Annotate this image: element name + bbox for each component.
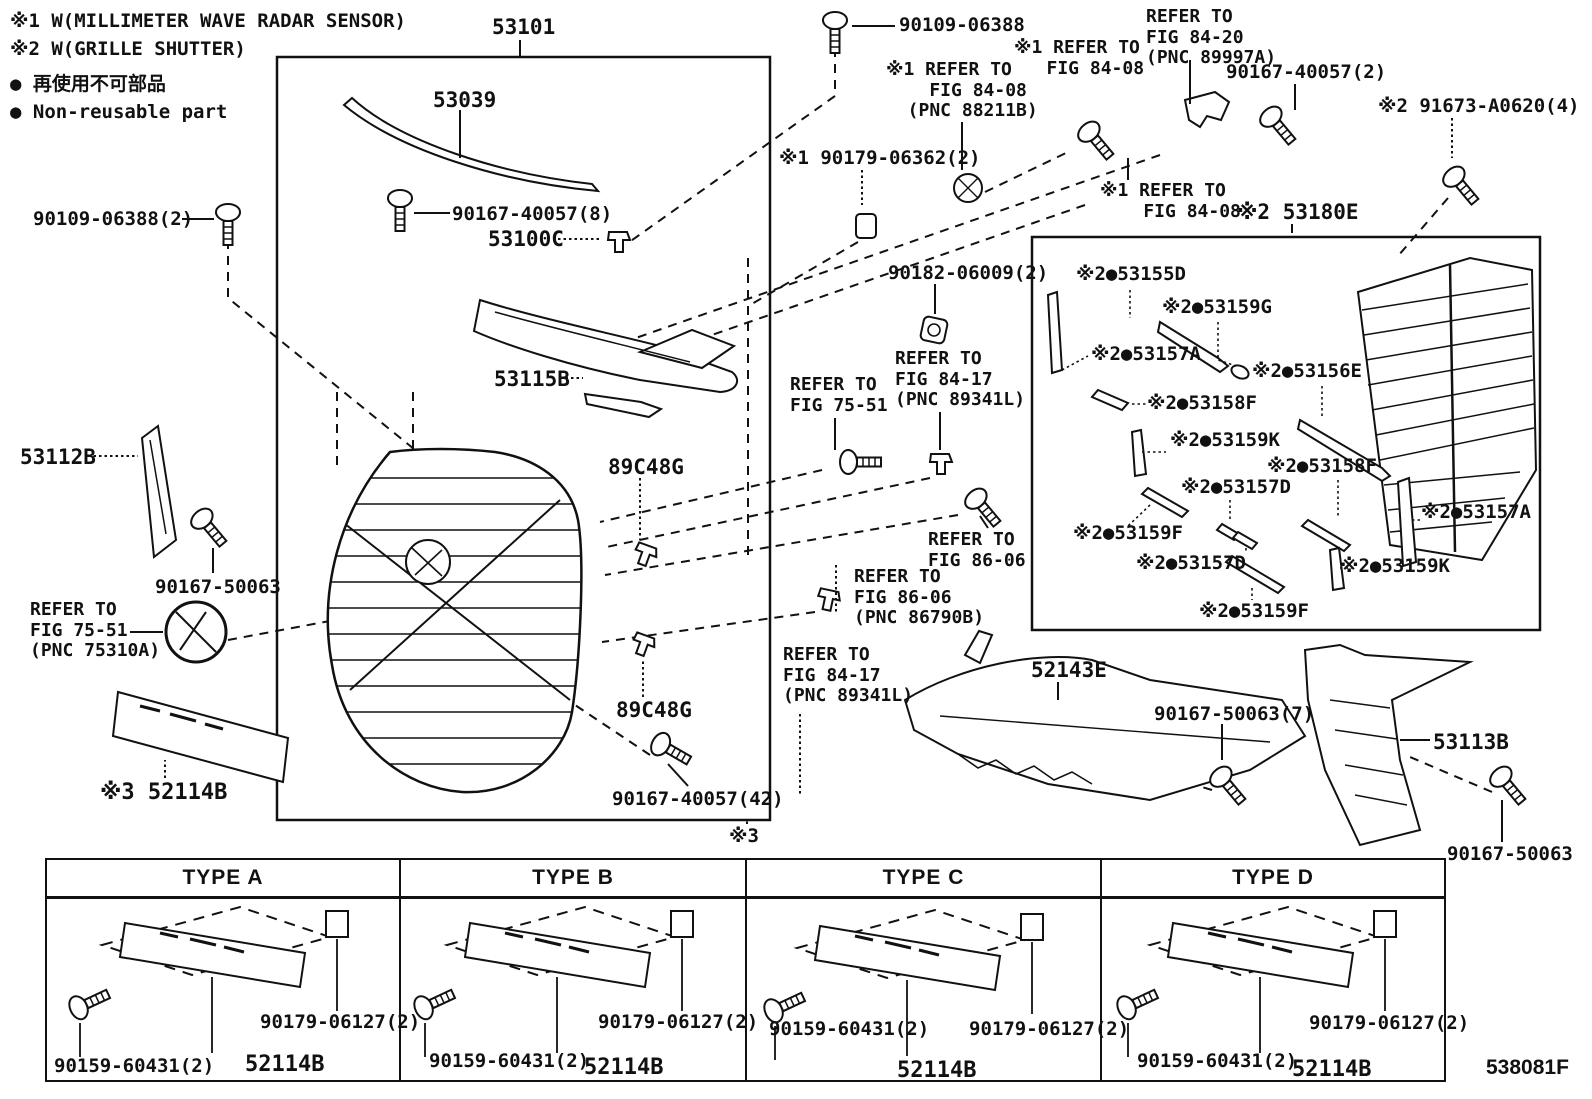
type-a-header: TYPE A bbox=[47, 860, 399, 899]
screw-part-label: 90159-60431(2) bbox=[1137, 1050, 1298, 1072]
part-91673-A0620: ※2 91673-A0620(4) bbox=[1378, 95, 1580, 117]
part-90167-40057-42: 90167-40057(42) bbox=[612, 788, 784, 810]
ref-fig-84-08-b: ※1 REFER TO FIG 84-08 (PNC 88211B) bbox=[886, 59, 1038, 122]
part-90167-50063-b: 90167-50063 bbox=[1447, 843, 1573, 865]
ref-fig-84-17-b: REFER TO FIG 84-17 (PNC 89341L) bbox=[783, 644, 914, 707]
bracket-part-label: 52114B bbox=[897, 1058, 977, 1083]
screw-part-label: 90159-60431(2) bbox=[769, 1018, 930, 1040]
part-53101: 53101 bbox=[492, 15, 556, 39]
ref-fig-86-06-b: REFER TO FIG 86-06 (PNC 86790B) bbox=[854, 566, 985, 629]
marker-x3: ※3 bbox=[729, 825, 759, 847]
part-53159F-1: ※2●53159F bbox=[1073, 522, 1183, 544]
part-90182-06009: 90182-06009(2) bbox=[888, 262, 1049, 284]
ref-fig-84-17-a: REFER TO FIG 84-17 (PNC 89341L) bbox=[895, 348, 1026, 411]
part-53039: 53039 bbox=[433, 88, 497, 112]
part-90109-06388-2: 90109-06388(2) bbox=[33, 208, 194, 230]
part-53159K-2: ※2●53159K bbox=[1340, 555, 1450, 577]
type-c-panel: TYPE C 90179-06127(2) 90159-60431(2) 521… bbox=[745, 858, 1129, 1083]
clip-part-label: 90179-06127(2) bbox=[969, 1018, 1130, 1040]
type-d-header: TYPE D bbox=[1102, 860, 1444, 899]
part-89C48G-1: 89C48G bbox=[608, 455, 684, 479]
part-53158F-2: ※2●53158F bbox=[1267, 455, 1377, 477]
bracket-part-label: 52114B bbox=[245, 1052, 325, 1077]
part-89C48G-2: 89C48G bbox=[616, 698, 692, 722]
part-90167-50063-a: 90167-50063 bbox=[155, 576, 281, 598]
part-90179-06362: ※1 90179-06362(2) bbox=[779, 147, 981, 169]
ref-fig-84-08-c: ※1 REFER TO FIG 84-08 bbox=[1100, 180, 1241, 222]
part-53180E: ※2 53180E bbox=[1237, 200, 1359, 224]
part-53100C: 53100C bbox=[488, 227, 564, 251]
ref-fig-86-06-a: REFER TO FIG 86-06 bbox=[928, 529, 1026, 571]
bracket-part-label: 52114B bbox=[584, 1055, 664, 1080]
clip-part-label: 90179-06127(2) bbox=[260, 1011, 421, 1033]
part-53157D-1: ※2●53157D bbox=[1181, 476, 1291, 498]
clip-part-label: 90179-06127(2) bbox=[598, 1011, 759, 1033]
screw-part-label: 90159-60431(2) bbox=[54, 1055, 215, 1077]
part-53158F-1: ※2●53158F bbox=[1147, 392, 1257, 414]
ref-fig-75-51-left: REFER TO FIG 75-51 (PNC 75310A) bbox=[30, 599, 161, 662]
part-90167-40057-8: 90167-40057(8) bbox=[452, 203, 613, 225]
type-c-header: TYPE C bbox=[747, 860, 1100, 899]
legend-note-radar: ※1 W(MILLIMETER WAVE RADAR SENSOR) bbox=[10, 10, 406, 32]
clip-part-label: 90179-06127(2) bbox=[1309, 1012, 1470, 1034]
main-part-box bbox=[275, 55, 772, 822]
grille-shutter-box bbox=[1030, 235, 1542, 632]
type-b-panel: TYPE B 90179-06127(2) 90159-60431(2) 521… bbox=[399, 858, 758, 1082]
part-53157A-1: ※2●53157A bbox=[1091, 343, 1201, 365]
part-90109-06388: 90109-06388 bbox=[899, 14, 1025, 36]
part-53112B: 53112B bbox=[20, 445, 96, 469]
part-53159F-2: ※2●53159F bbox=[1199, 600, 1309, 622]
part-52114B-main: ※3 52114B bbox=[100, 780, 228, 805]
bracket-part-label: 52114B bbox=[1292, 1057, 1372, 1082]
figure-code: 538081F bbox=[1486, 1056, 1569, 1079]
screw-part-label: 90159-60431(2) bbox=[429, 1050, 590, 1072]
part-53156E: ※2●53156E bbox=[1252, 360, 1362, 382]
part-53113B: 53113B bbox=[1433, 730, 1509, 754]
type-d-panel: TYPE D 90179-06127(2) 90159-60431(2) 521… bbox=[1100, 858, 1469, 1082]
legend: ※1 W(MILLIMETER WAVE RADAR SENSOR) ※2 W(… bbox=[10, 8, 406, 126]
ref-fig-75-51-mid: REFER TO FIG 75-51 bbox=[790, 374, 888, 416]
part-90167-40057-2: 90167-40057(2) bbox=[1226, 61, 1387, 83]
legend-note-jp: ● 再使用不可部品 bbox=[10, 73, 166, 96]
part-53157D-2: ※2●53157D bbox=[1136, 552, 1246, 574]
part-53159K-1: ※2●53159K bbox=[1170, 429, 1280, 451]
part-52143E: 52143E bbox=[1031, 658, 1107, 682]
part-53155D: ※2●53155D bbox=[1076, 263, 1186, 285]
part-53159G: ※2●53159G bbox=[1162, 296, 1272, 318]
type-a-panel: TYPE A 90179-06127(2) 90159-60431(2) 521… bbox=[45, 858, 420, 1082]
legend-note-shutter: ※2 W(GRILLE SHUTTER) bbox=[10, 37, 246, 60]
legend-note-nonreusable: ● Non-reusable part bbox=[10, 100, 228, 123]
part-53115B: 53115B bbox=[494, 367, 570, 391]
part-53157A-2: ※2●53157A bbox=[1421, 501, 1531, 523]
type-b-header: TYPE B bbox=[401, 860, 745, 899]
part-90167-50063-7: 90167-50063(7) bbox=[1154, 703, 1315, 725]
ref-fig-84-08-a: ※1 REFER TO FIG 84-08 bbox=[1014, 37, 1145, 79]
ref-fig-84-20: REFER TO FIG 84-20 (PNC 89997A) bbox=[1146, 6, 1277, 69]
